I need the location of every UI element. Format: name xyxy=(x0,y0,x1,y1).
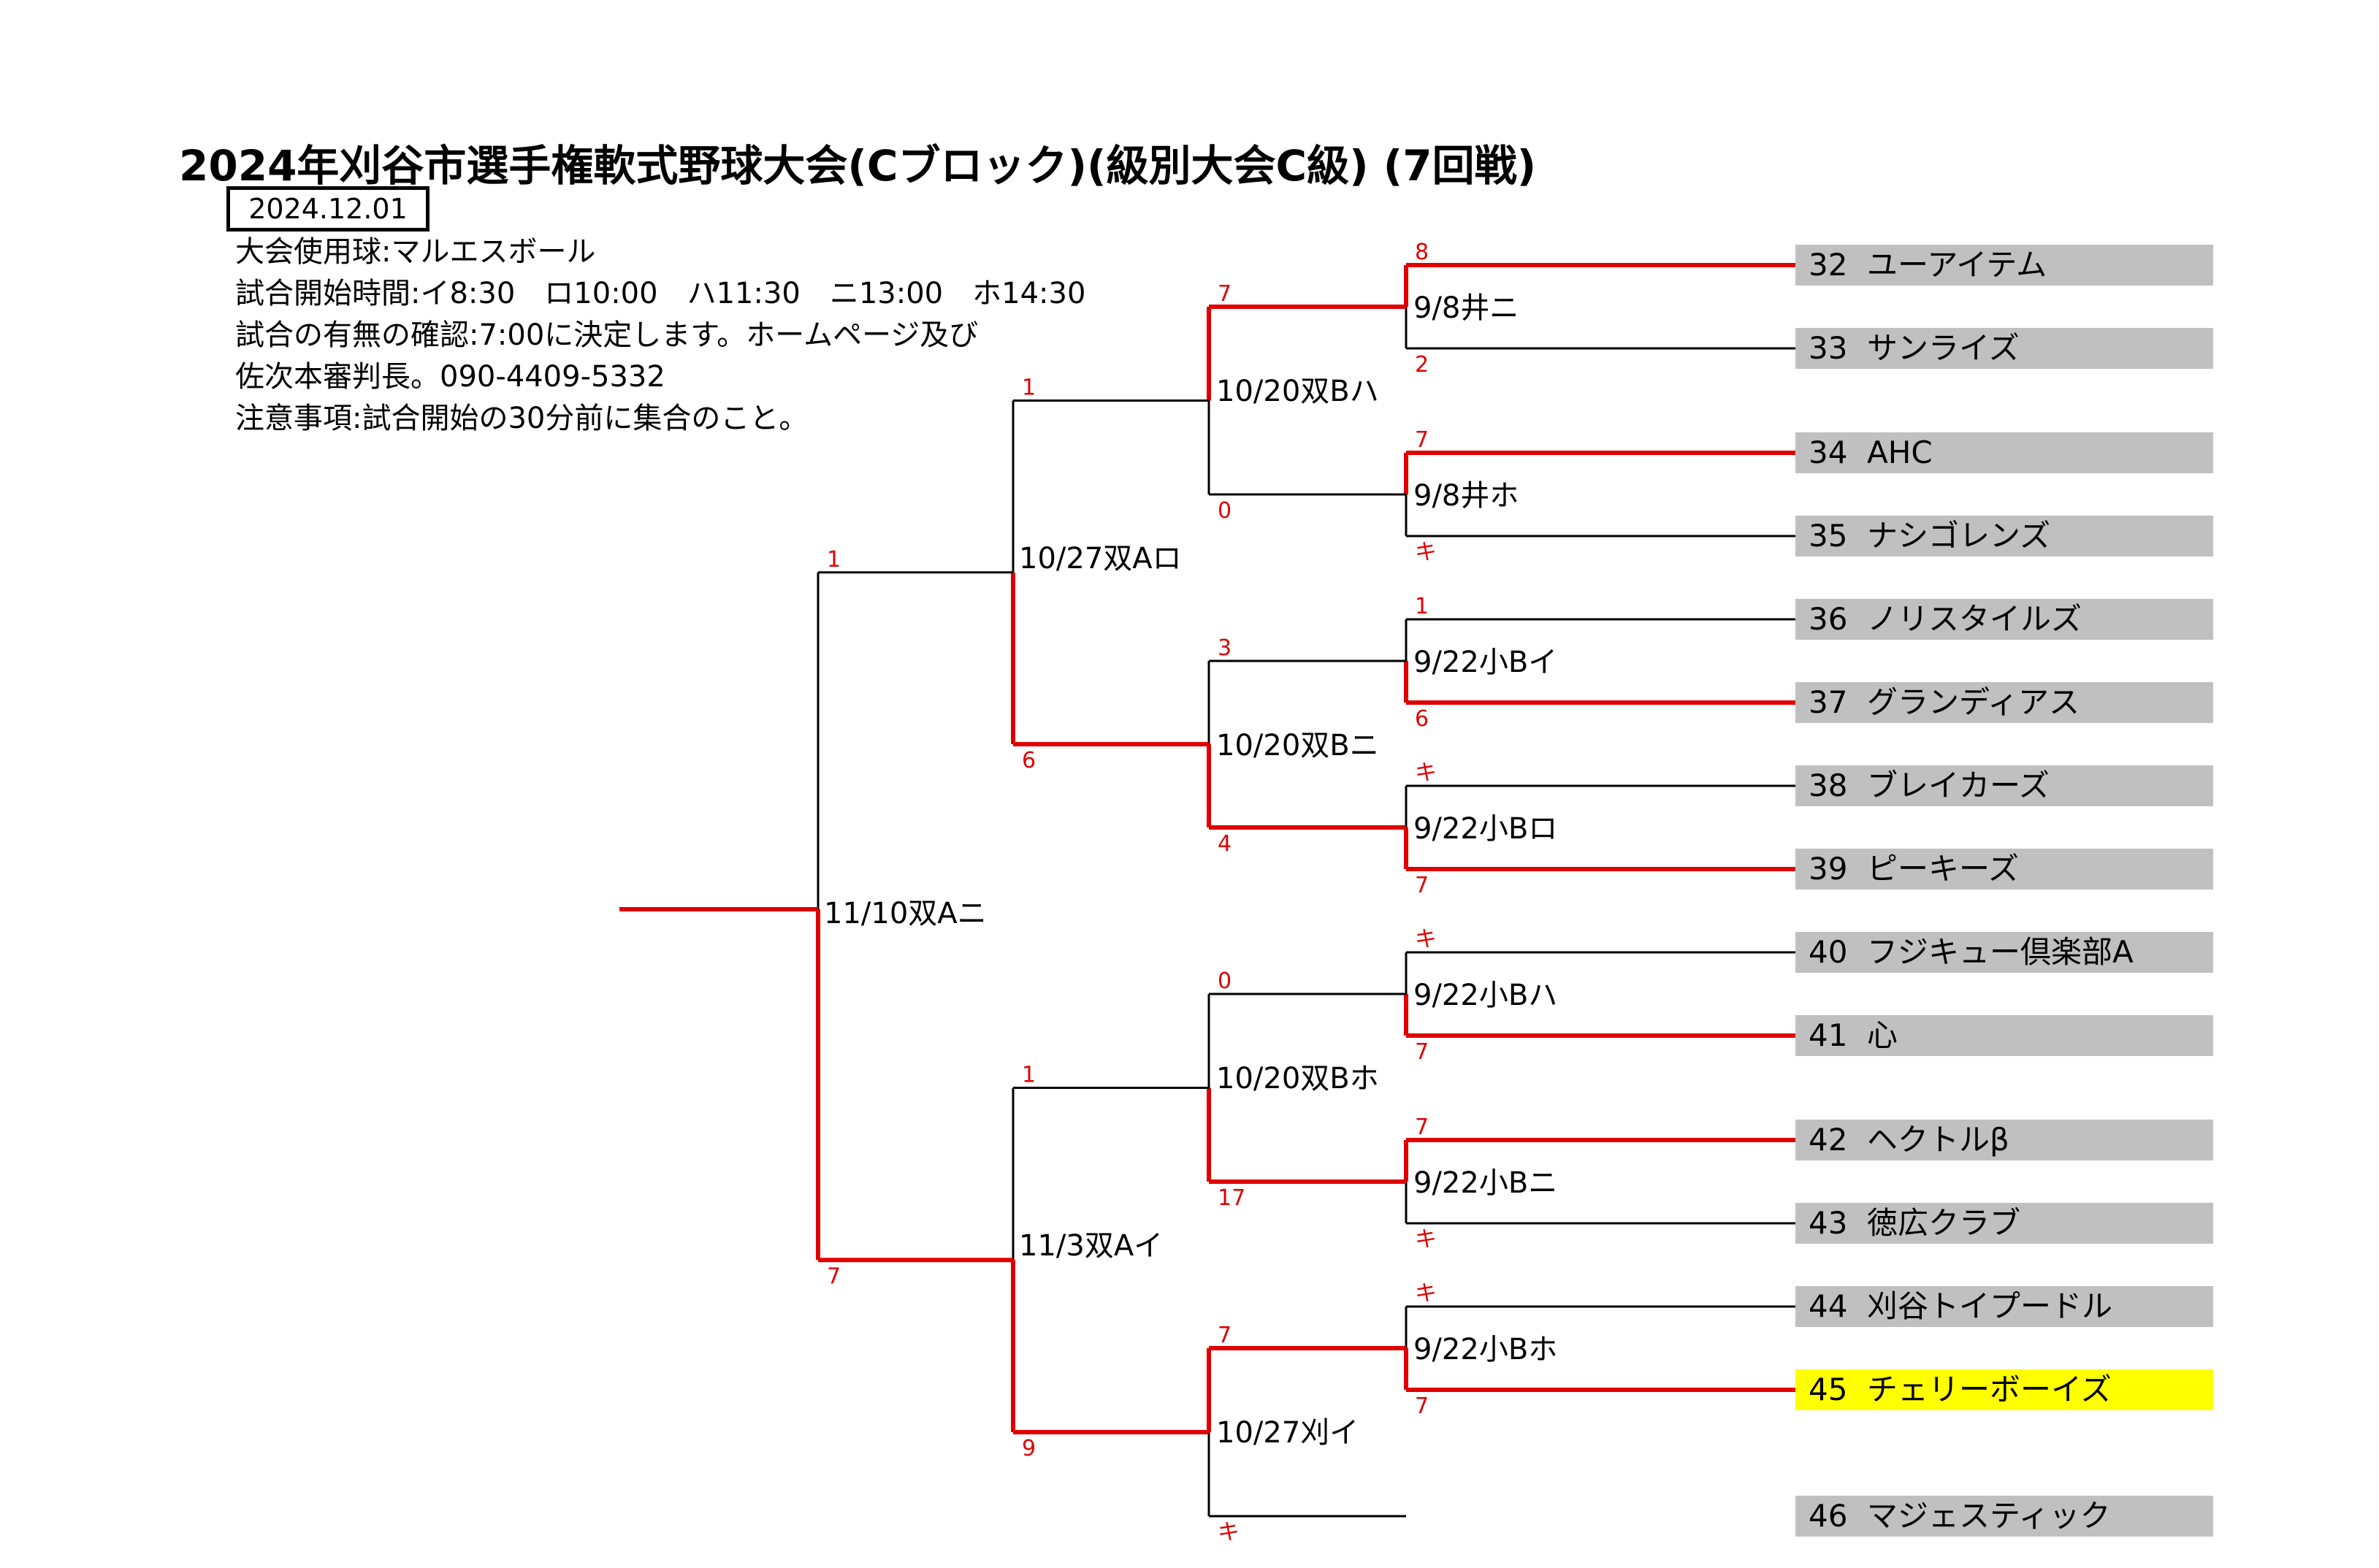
score-label: 6 xyxy=(1415,706,1429,732)
match-label: 9/22小Bロ xyxy=(1413,812,1558,846)
date-box: 2024.12.01 xyxy=(226,186,429,232)
match-label: 9/22小Bイ xyxy=(1413,646,1558,679)
team-number: 46 xyxy=(1809,1498,1848,1534)
match-label: 9/22小Bホ xyxy=(1413,1333,1558,1366)
team-name: ピーキーズ xyxy=(1867,851,2019,887)
team-slot: 44 刈谷トイプードル xyxy=(1795,1286,2213,1327)
team-number: 39 xyxy=(1809,851,1848,887)
score-label: 4 xyxy=(1218,831,1231,857)
score-label: 9 xyxy=(1022,1436,1036,1461)
team-number: 32 xyxy=(1809,247,1848,283)
score-label: 2 xyxy=(1415,352,1429,378)
team-name: ノリスタイルズ xyxy=(1867,601,2082,637)
team-name: チェリーボーイズ xyxy=(1867,1372,2112,1407)
score-label: 0 xyxy=(1218,498,1231,524)
team-name: ナシゴレンズ xyxy=(1867,518,2051,554)
info-contact: 佐次本審判長。090-4409-5332 xyxy=(235,360,665,394)
team-number: 38 xyxy=(1809,768,1848,803)
team-name: グランディアス xyxy=(1867,684,2080,720)
team-slot: 34 AHC xyxy=(1795,432,2213,473)
team-name: ユーアイテム xyxy=(1867,247,2047,283)
score-label: 0 xyxy=(1218,968,1231,994)
team-slot: 46 マジェスティック xyxy=(1795,1496,2213,1537)
info-confirmation: 試合の有無の確認:7:00に決定します。ホームページ及び xyxy=(235,318,979,352)
score-label: 6 xyxy=(1022,748,1036,773)
match-label: 9/22小Bハ xyxy=(1413,979,1558,1012)
team-name: ヘクトルβ xyxy=(1867,1122,2009,1158)
score-label: 7 xyxy=(1415,427,1429,453)
team-number: 33 xyxy=(1809,330,1848,366)
info-start-times: 試合開始時間:イ8:30 ロ10:00 ハ11:30 ニ13:00 ホ14:30 xyxy=(235,277,1086,310)
team-number: 41 xyxy=(1809,1017,1848,1053)
info-notes: 注意事項:試合開始の30分前に集合のこと。 xyxy=(235,402,809,435)
team-name: フジキュー倶楽部A xyxy=(1867,934,2134,970)
score-label: 8 xyxy=(1415,240,1429,265)
score-label: 7 xyxy=(1415,1393,1429,1419)
team-slot: 36 ノリスタイルズ xyxy=(1795,599,2213,640)
team-name: 心 xyxy=(1867,1017,1898,1053)
team-name: 刈谷トイプードル xyxy=(1867,1288,2113,1324)
match-label: 9/22小Bニ xyxy=(1413,1166,1558,1200)
score-label: キ xyxy=(1415,540,1437,565)
team-slot: 35 ナシゴレンズ xyxy=(1795,516,2213,557)
score-label: キ xyxy=(1218,1520,1240,1545)
team-slot: 40 フジキュー倶楽部A xyxy=(1795,932,2213,973)
team-number: 36 xyxy=(1809,601,1848,637)
score-label: キ xyxy=(1415,1227,1437,1253)
score-label: 7 xyxy=(1218,1323,1231,1348)
team-number: 40 xyxy=(1809,934,1848,970)
team-name: AHC xyxy=(1867,435,1933,470)
page-title: 2024年刈谷市選手権軟式野球大会(Cブロック)(級別大会C級) (7回戦) xyxy=(179,141,1537,191)
team-name: ブレイカーズ xyxy=(1867,768,2050,803)
team-name: 徳広クラブ xyxy=(1867,1205,2021,1241)
score-label: 1 xyxy=(1022,1063,1036,1088)
team-slot: 33 サンライズ xyxy=(1795,328,2213,369)
score-label: 1 xyxy=(827,547,841,573)
info-ball: 大会使用球:マルエスボール xyxy=(235,235,596,269)
team-name: サンライズ xyxy=(1867,330,2020,366)
score-label: 7 xyxy=(1415,873,1429,898)
match-label: 10/20双Bニ xyxy=(1216,729,1379,762)
score-label: 17 xyxy=(1218,1185,1245,1211)
score-label: キ xyxy=(1415,760,1437,786)
match-label: 9/8井ニ xyxy=(1413,291,1519,325)
score-label: 1 xyxy=(1415,594,1429,619)
match-label: 10/27刈イ xyxy=(1216,1416,1359,1450)
team-slot: 43 徳広クラブ xyxy=(1795,1203,2213,1244)
score-label: キ xyxy=(1415,1281,1437,1307)
team-slot: 37 グランディアス xyxy=(1795,682,2213,723)
score-label: 7 xyxy=(1218,281,1231,307)
team-number: 43 xyxy=(1809,1205,1848,1241)
score-label: 7 xyxy=(1415,1039,1429,1065)
score-label: 7 xyxy=(1415,1114,1429,1140)
team-number: 35 xyxy=(1809,518,1848,554)
score-label: キ xyxy=(1415,927,1437,952)
score-label: 1 xyxy=(1022,375,1036,401)
match-label: 11/10双Aニ xyxy=(824,897,987,930)
team-slot: 42 ヘクトルβ xyxy=(1795,1120,2213,1160)
team-name: マジェスティック xyxy=(1867,1498,2111,1534)
match-label: 10/27双Aロ xyxy=(1019,542,1182,575)
score-label: 7 xyxy=(827,1263,841,1289)
team-slot: 38 ブレイカーズ xyxy=(1795,765,2213,806)
team-number: 44 xyxy=(1809,1288,1848,1324)
team-number: 37 xyxy=(1809,684,1848,720)
score-label: 3 xyxy=(1218,635,1231,661)
team-slot-highlighted: 45 チェリーボーイズ xyxy=(1795,1369,2213,1410)
match-label: 11/3双Aイ xyxy=(1019,1229,1164,1263)
team-number: 42 xyxy=(1809,1122,1848,1158)
team-number: 34 xyxy=(1809,435,1848,470)
match-label: 10/20双Bハ xyxy=(1216,375,1379,408)
team-slot: 32 ユーアイテム xyxy=(1795,245,2213,286)
team-number: 45 xyxy=(1809,1372,1848,1407)
match-label: 9/8井ホ xyxy=(1413,479,1519,513)
match-label: 10/20双Bホ xyxy=(1216,1062,1379,1095)
team-slot: 41 心 xyxy=(1795,1015,2213,1056)
team-slot: 39 ピーキーズ xyxy=(1795,849,2213,890)
